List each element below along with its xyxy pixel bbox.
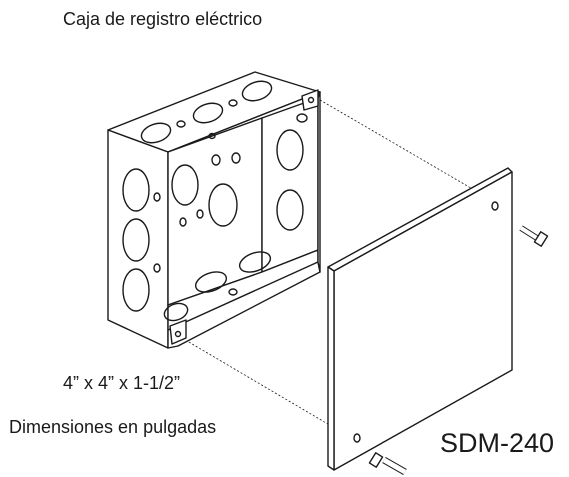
screw-bottom — [368, 452, 407, 476]
model-number: SDM-240 — [440, 428, 555, 458]
box-left-face — [107, 129, 169, 349]
box-front-bottom — [167, 261, 321, 349]
top-mounting-tab — [301, 89, 319, 111]
screw-top — [519, 225, 549, 247]
units-note: Dimensiones en pulgadas — [9, 417, 217, 437]
diagram-title: Caja de registro eléctrico — [63, 9, 263, 29]
guide-lines — [181, 99, 501, 441]
box-right-inner-wall — [261, 97, 319, 273]
dimensions-label: 4” x 4” x 1-1/2” — [63, 373, 181, 393]
